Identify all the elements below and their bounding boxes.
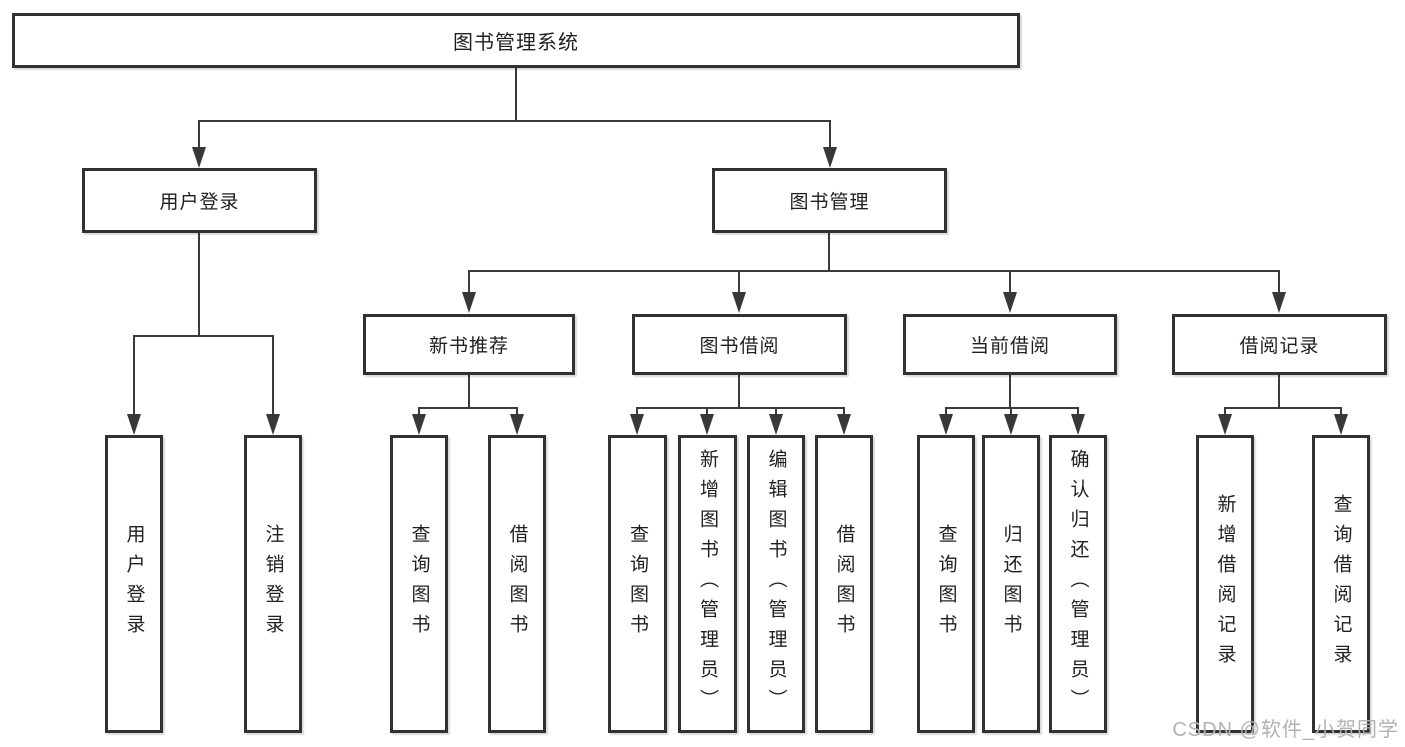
connector-line bbox=[198, 233, 200, 337]
connector-line bbox=[843, 407, 845, 417]
connector-line bbox=[706, 407, 708, 417]
node-label: 新书推荐 bbox=[428, 336, 509, 357]
connector-line bbox=[636, 407, 845, 409]
leaf-edit-books-admin: 编辑图书（管理员） bbox=[747, 435, 805, 733]
node-label: 编辑图书（管理员） bbox=[765, 449, 787, 719]
node-label: 用户登录 bbox=[159, 192, 240, 213]
arrowhead-down-icon bbox=[700, 414, 714, 435]
connector-line bbox=[829, 120, 831, 149]
node-label: 查询借阅记录 bbox=[1330, 494, 1352, 674]
node-label: 图书管理系统 bbox=[453, 32, 579, 54]
arrowhead-down-icon bbox=[462, 292, 476, 313]
connector-line bbox=[1009, 270, 1011, 294]
node-current-borrowing: 当前借阅 bbox=[903, 314, 1117, 375]
watermark: CSDN @软件_小贺同学 bbox=[1172, 719, 1399, 741]
leaf-return-books: 归还图书 bbox=[982, 435, 1040, 733]
leaf-query-borrow-record: 查询借阅记录 bbox=[1312, 435, 1370, 733]
node-user-login: 用户登录 bbox=[82, 168, 317, 233]
connector-line bbox=[1278, 270, 1280, 294]
node-label: 新增借阅记录 bbox=[1214, 494, 1236, 674]
arrowhead-down-icon bbox=[939, 414, 953, 435]
connector-line bbox=[828, 233, 830, 272]
node-label: 新增图书（管理员） bbox=[697, 449, 718, 719]
connector-line bbox=[468, 270, 470, 294]
connector-line bbox=[1010, 407, 1012, 417]
connector-line bbox=[1278, 375, 1280, 409]
leaf-query-books-recommend: 查询图书 bbox=[390, 435, 448, 733]
leaf-logout: 注销登录 bbox=[244, 435, 302, 733]
connector-line bbox=[516, 407, 518, 417]
connector-line bbox=[468, 375, 470, 409]
arrowhead-down-icon bbox=[732, 292, 746, 313]
node-new-book-recommendation: 新书推荐 bbox=[363, 314, 575, 375]
node-label: 归还图书 bbox=[1000, 524, 1022, 644]
connector-line bbox=[272, 335, 274, 415]
connector-line bbox=[133, 335, 274, 337]
leaf-add-borrow-record: 新增借阅记录 bbox=[1196, 435, 1254, 733]
connector-line bbox=[1224, 407, 1226, 417]
leaf-query-books-borrowing: 查询图书 bbox=[608, 435, 667, 733]
node-label: 图书管理 bbox=[789, 192, 870, 213]
leaf-query-books-current: 查询图书 bbox=[917, 435, 975, 733]
connector-line bbox=[198, 120, 831, 122]
arrowhead-down-icon bbox=[266, 414, 280, 435]
connector-line bbox=[198, 120, 200, 149]
arrowhead-down-icon bbox=[1218, 414, 1232, 435]
leaf-user-login: 用户登录 bbox=[105, 435, 163, 733]
connector-line bbox=[418, 407, 518, 409]
node-label: 借阅图书 bbox=[833, 524, 855, 644]
leaf-confirm-return-admin: 确认归还（管理员） bbox=[1049, 435, 1107, 733]
leaf-borrow-books-recommend: 借阅图书 bbox=[488, 435, 546, 733]
connector-line bbox=[1340, 407, 1342, 417]
arrowhead-down-icon bbox=[837, 414, 851, 435]
node-label: 用户登录 bbox=[123, 524, 145, 644]
connector-line bbox=[738, 270, 740, 294]
connector-line bbox=[133, 335, 135, 415]
connector-line bbox=[945, 407, 947, 417]
node-library-management-system: 图书管理系统 bbox=[12, 13, 1020, 68]
arrowhead-down-icon bbox=[192, 147, 206, 168]
connector-line bbox=[636, 407, 638, 417]
node-label: 确认归还（管理员） bbox=[1067, 449, 1089, 719]
connector-line bbox=[775, 407, 777, 417]
arrowhead-down-icon bbox=[769, 414, 783, 435]
node-label: 查询图书 bbox=[627, 524, 648, 644]
node-label: 当前借阅 bbox=[969, 336, 1050, 357]
arrowhead-down-icon bbox=[1334, 414, 1348, 435]
connector-line bbox=[1224, 407, 1342, 409]
node-book-management: 图书管理 bbox=[712, 168, 947, 233]
arrowhead-down-icon bbox=[127, 414, 141, 435]
arrowhead-down-icon bbox=[1071, 414, 1085, 435]
arrowhead-down-icon bbox=[1272, 292, 1286, 313]
leaf-borrow-books-borrowing: 借阅图书 bbox=[815, 435, 873, 733]
connector-line bbox=[945, 407, 1079, 409]
node-label: 借阅图书 bbox=[506, 524, 528, 644]
node-label: 借阅记录 bbox=[1239, 336, 1320, 357]
arrowhead-down-icon bbox=[510, 414, 524, 435]
arrowhead-down-icon bbox=[1004, 414, 1018, 435]
connector-line bbox=[515, 68, 517, 122]
node-label: 图书借阅 bbox=[699, 336, 780, 357]
connector-line bbox=[1009, 375, 1011, 409]
connector-line bbox=[738, 375, 740, 409]
connector-line bbox=[418, 407, 420, 417]
node-book-borrowing: 图书借阅 bbox=[632, 314, 847, 375]
arrowhead-down-icon bbox=[412, 414, 426, 435]
connector-line bbox=[468, 270, 1280, 272]
node-label: 查询图书 bbox=[408, 524, 430, 644]
connector-line bbox=[1077, 407, 1079, 417]
arrowhead-down-icon bbox=[1003, 292, 1017, 313]
node-label: 查询图书 bbox=[935, 524, 957, 644]
node-label: 注销登录 bbox=[262, 524, 284, 644]
arrowhead-down-icon bbox=[823, 147, 837, 168]
leaf-add-books-admin: 新增图书（管理员） bbox=[678, 435, 737, 733]
node-borrowing-records: 借阅记录 bbox=[1172, 314, 1387, 375]
arrowhead-down-icon bbox=[630, 414, 644, 435]
